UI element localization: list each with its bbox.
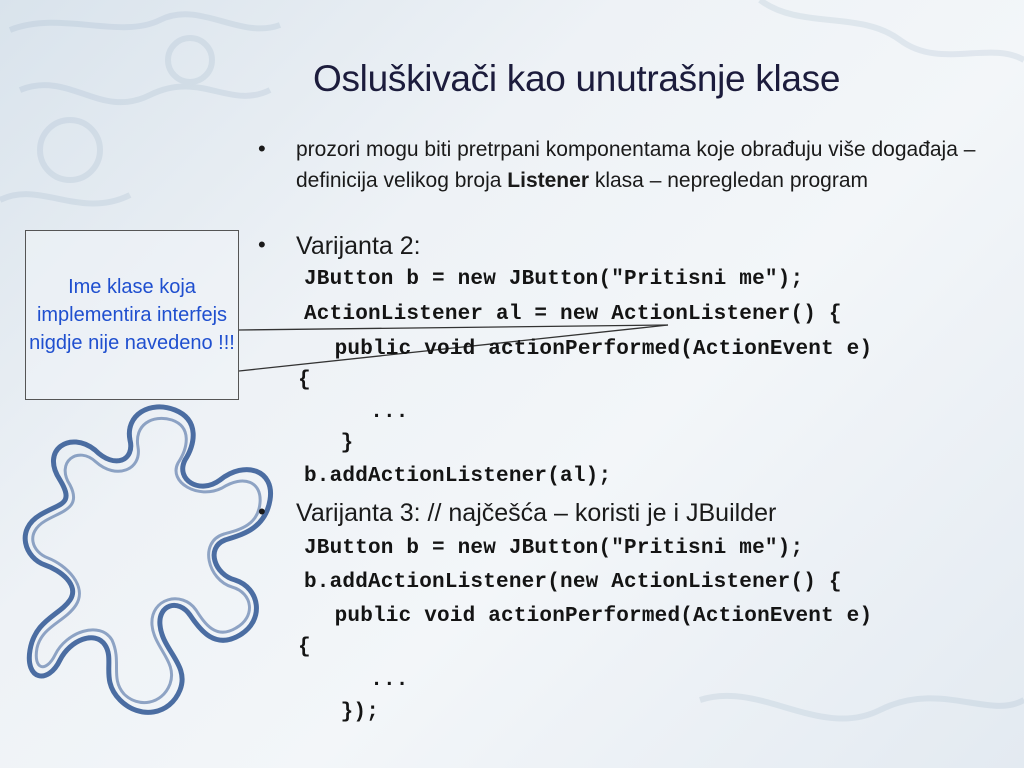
code-line: public void actionPerformed(ActionEvent …: [309, 605, 873, 628]
bullet-marker: •: [258, 499, 266, 524]
code-line: b.addActionListener(al);: [304, 465, 612, 488]
bullet-text: Varijanta 2:: [296, 232, 421, 260]
puzzle-piece-icon: [22, 404, 273, 715]
bullet-text: Varijanta 3: // najčešća – koristi je i …: [296, 499, 777, 527]
callout-box: Ime klase koja implementira interfejs ni…: [25, 230, 239, 400]
code-line: {: [298, 636, 311, 659]
code-line: }: [315, 432, 354, 455]
bullet-windows-overloaded: • prozori mogu biti pretrpani komponenta…: [258, 134, 988, 196]
code-line: ...: [319, 669, 409, 692]
code-line: JButton b = new JButton("Pritisni me");: [304, 537, 804, 560]
callout-text: Ime klase koja implementira interfejs ni…: [29, 276, 235, 354]
bullet-marker: •: [258, 232, 266, 257]
bullet-marker: •: [258, 136, 266, 161]
slide-title: Osluškivači kao unutrašnje klase: [313, 58, 841, 99]
code-line: JButton b = new JButton("Pritisni me");: [304, 268, 804, 291]
bullet-variant-2: • Varijanta 2:: [258, 232, 988, 261]
code-line: });: [315, 701, 380, 724]
background-ornament: [0, 0, 1024, 722]
bullet-text: prozori mogu biti pretrpani komponentama…: [296, 138, 976, 192]
bullet-variant-3: • Varijanta 3: // najčešća – koristi je …: [258, 499, 988, 528]
code-line: {: [298, 369, 311, 392]
code-line: b.addActionListener(new ActionListener()…: [304, 571, 842, 594]
code-line: ...: [319, 401, 409, 424]
code-line: public void actionPerformed(ActionEvent …: [309, 338, 873, 361]
code-line: ActionListener al = new ActionListener()…: [304, 303, 842, 326]
